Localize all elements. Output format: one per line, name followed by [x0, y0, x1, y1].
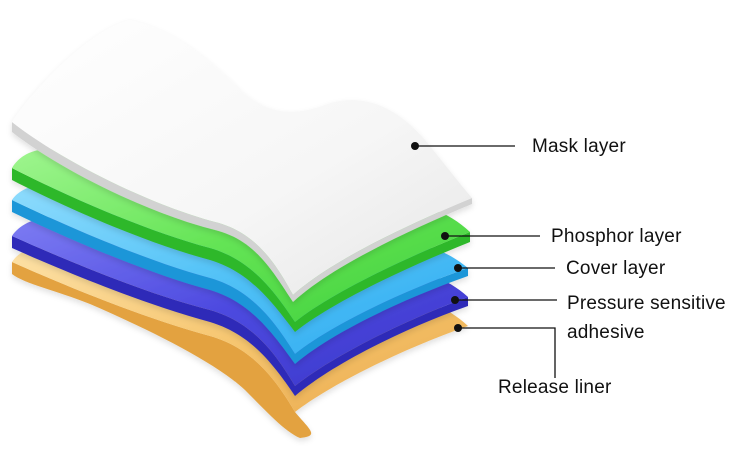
leader-phosphor: [441, 232, 540, 240]
label-mask-layer: Mask layer: [532, 136, 626, 157]
leader-cover: [454, 264, 555, 272]
mask-layer: [12, 20, 472, 302]
leader-release: [454, 324, 556, 378]
leader-psa: [451, 296, 557, 304]
label-phosphor-layer: Phosphor layer: [551, 226, 682, 247]
label-release-liner: Release liner: [498, 377, 612, 398]
label-psa-line2: adhesive: [567, 322, 645, 343]
leader-line-release: [458, 327, 556, 378]
label-psa-line1: Pressure sensitive: [567, 293, 726, 314]
leader-mask: [411, 142, 515, 150]
label-cover-layer: Cover layer: [566, 258, 666, 279]
